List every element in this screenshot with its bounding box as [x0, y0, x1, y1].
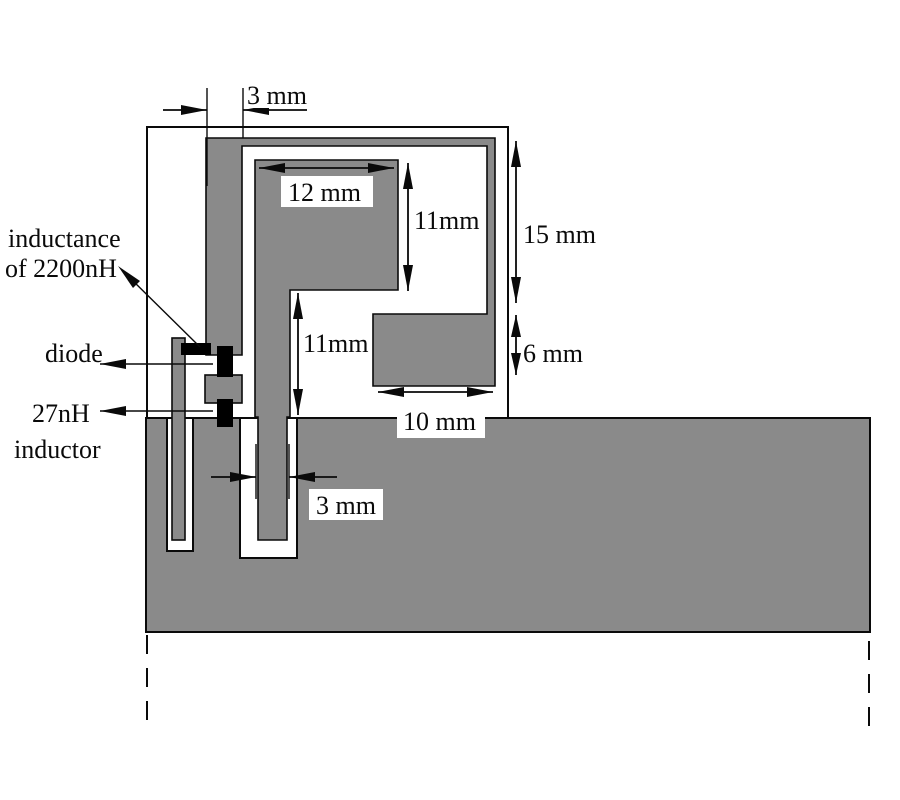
arrow-right-icon	[230, 472, 256, 482]
annotation-inductor-value: 27nH	[32, 399, 90, 428]
ground-plane	[145, 417, 871, 633]
label-box	[309, 489, 383, 520]
label-box	[299, 328, 371, 358]
label-box	[397, 404, 485, 438]
dim-label-patch-height: 11mm	[414, 206, 479, 235]
leader-line	[126, 274, 201, 348]
inductor-2200nh-component	[181, 343, 211, 355]
dim-label-right-block-width: 10 mm	[403, 407, 476, 436]
arrow-left-icon	[378, 387, 404, 397]
dim-feed-width	[211, 444, 337, 499]
arrow-right-icon	[181, 105, 207, 115]
arrow-left-icon	[289, 472, 315, 482]
dim-patch-width	[259, 163, 394, 173]
arrow-up-icon	[293, 293, 303, 319]
dim-feed-height	[293, 293, 303, 415]
dim-patch-height	[403, 163, 413, 291]
diode-component	[217, 346, 233, 377]
arrow-down-icon	[511, 353, 521, 375]
dim-label-top-strip-width: 3 mm	[247, 81, 307, 110]
annotation-inductance-line1: inductance	[8, 224, 121, 253]
annotation-inductor-word: inductor	[14, 435, 101, 464]
arrow-right-icon	[368, 163, 394, 173]
dim-right-arm-height	[511, 141, 521, 303]
leader-diode	[100, 359, 213, 369]
label-box	[281, 176, 373, 207]
component-pad	[204, 374, 243, 404]
dim-label-feed-width: 3 mm	[316, 491, 376, 520]
dim-label-patch-width: 12 mm	[288, 178, 361, 207]
arrow-left-icon	[100, 406, 126, 416]
arrow-down-icon	[403, 265, 413, 291]
dim-right-block-height	[511, 315, 521, 375]
arrow-up-icon	[511, 315, 521, 337]
label-box	[245, 81, 309, 108]
dim-label-right-arm-height: 15 mm	[523, 220, 596, 249]
leader-27nh-inductor	[100, 406, 213, 416]
arrow-up-icon	[403, 163, 413, 189]
bias-strip	[171, 337, 186, 541]
dim-right-block-width	[378, 387, 493, 397]
arrow-down-icon	[293, 389, 303, 415]
annotation-inductance-line2: of 2200nH	[5, 254, 117, 283]
dim-label-right-block-height: 6 mm	[523, 339, 583, 368]
inductor-27nh-component	[217, 399, 233, 427]
arrow-left-icon	[259, 163, 285, 173]
arrow-up-icon	[511, 141, 521, 167]
patch-and-feed-strip	[254, 159, 399, 541]
dim-label-feed-height: 11mm	[303, 329, 368, 358]
arrow-down-icon	[511, 277, 521, 303]
annotation-diode: diode	[45, 339, 103, 368]
leader-inductance	[118, 266, 201, 348]
arrow-up-left-icon	[118, 266, 140, 288]
arrow-left-icon	[100, 359, 126, 369]
arrow-right-icon	[467, 387, 493, 397]
